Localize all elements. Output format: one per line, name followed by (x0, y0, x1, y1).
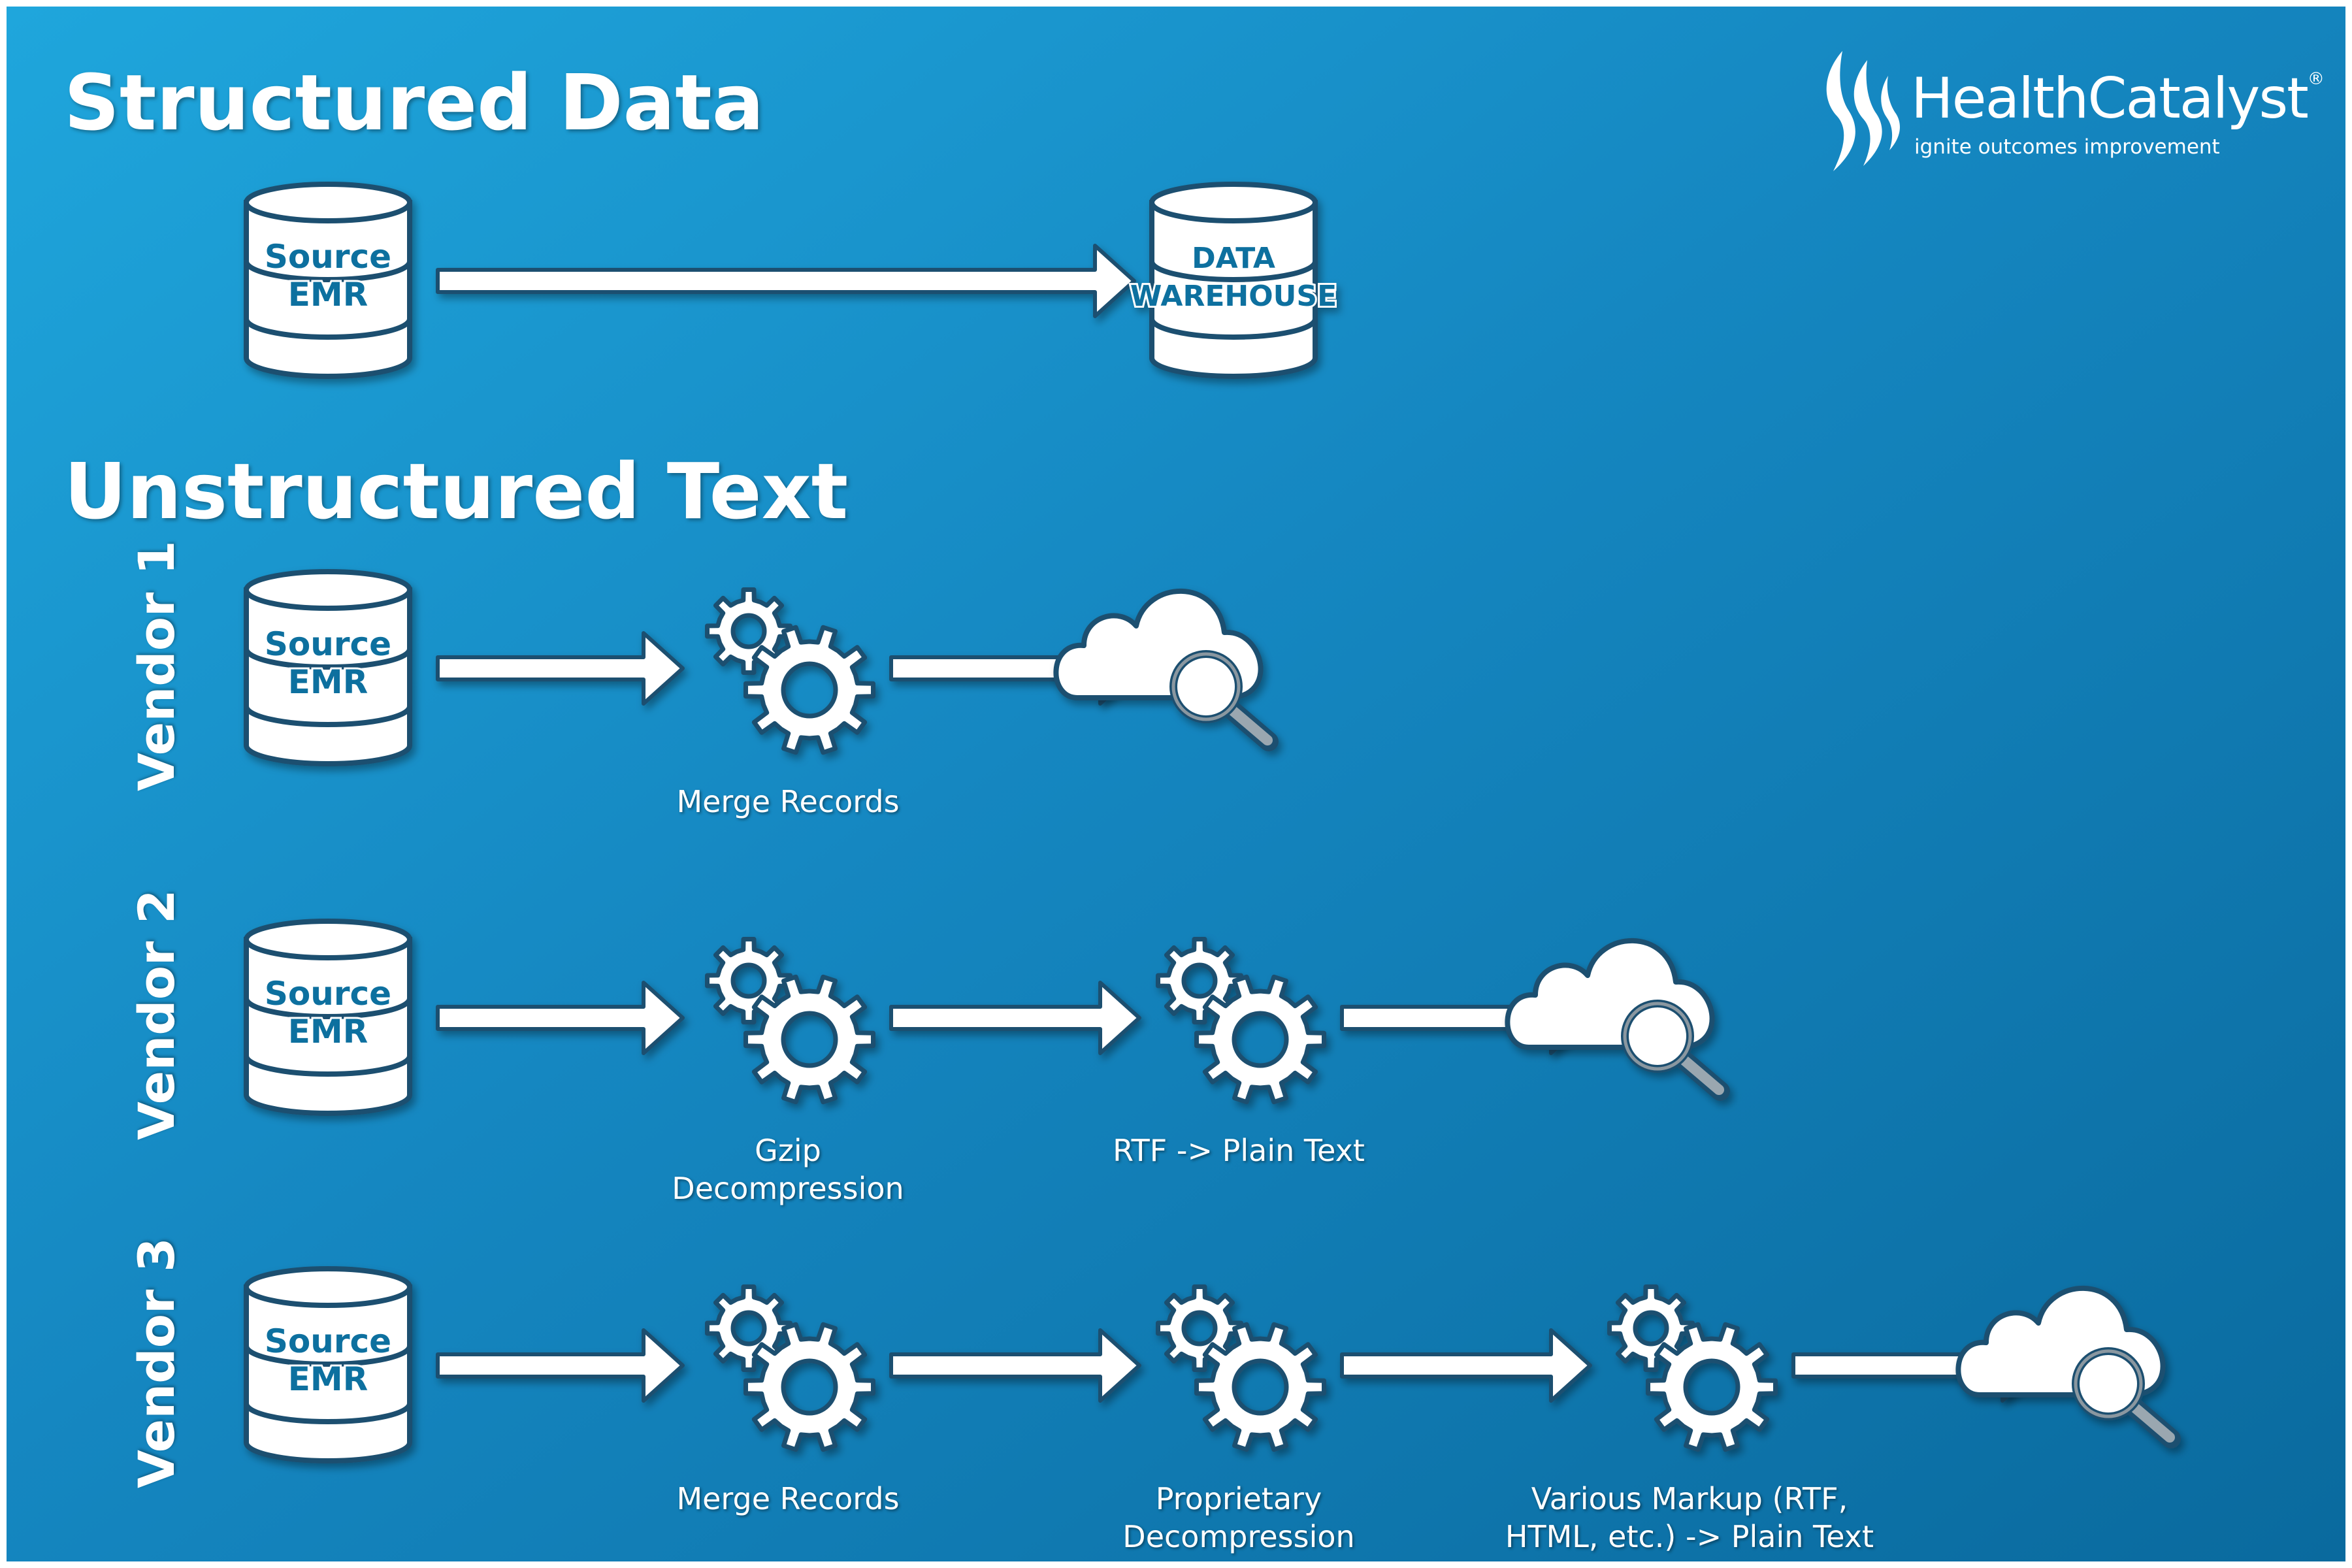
step-label: Merge Records (676, 1481, 900, 1516)
logo-wordmark: HealthCatalyst® (1911, 66, 2325, 131)
arrow-right-icon (436, 1328, 685, 1403)
database-label: Source (265, 1322, 391, 1360)
gears-icon (1156, 1284, 1326, 1452)
gears-icon (705, 587, 875, 755)
health-catalyst-logo: HealthCatalyst® ignite outcomes improvem… (1816, 46, 2326, 176)
cloud-search-icon (1053, 588, 1279, 751)
arrow-right-icon (436, 244, 1136, 318)
database-label: WAREHOUSE (1130, 280, 1337, 313)
step-label: Various Markup (RTF,HTML, etc.) -> Plain… (1505, 1481, 1874, 1554)
arrow-right-icon (889, 981, 1141, 1055)
diagram-canvas: Structured Data Unstructured Text Health… (7, 7, 2345, 1561)
cloud-search-icon (1505, 938, 1730, 1101)
arrow-right-icon (889, 1328, 1141, 1403)
step-label: RTF -> Plain Text (1113, 1133, 1365, 1168)
arrow-right-icon (436, 981, 685, 1055)
step-label: Merge Records (676, 784, 900, 819)
data-warehouse-database-icon: DATA WAREHOUSE (1128, 182, 1339, 379)
gears-icon (1156, 937, 1326, 1105)
gears-icon (705, 1284, 875, 1452)
database-label: DATA (1192, 242, 1275, 275)
structured-data-title: Structured Data (64, 57, 764, 148)
gears-icon (1607, 1284, 1778, 1452)
cloud-search-icon (1955, 1285, 2181, 1448)
arrow-right-icon (1340, 1328, 1592, 1403)
database-label: EMR (288, 276, 368, 314)
flow-diagram: SourceEMRDATAWAREHOUSESourceEMRSourceEMR… (244, 182, 2181, 1463)
database-label: Source (265, 238, 391, 276)
unstructured-text-title: Unstructured Text (64, 446, 849, 536)
gears-icon (705, 937, 875, 1105)
database-label: EMR (288, 1013, 368, 1051)
database-label: EMR (288, 1360, 368, 1398)
logo-tagline: ignite outcomes improvement (1914, 135, 2220, 159)
flame-logo-icon (1826, 51, 1900, 171)
database-label: Source (265, 625, 391, 663)
database-label: Source (265, 975, 391, 1013)
database-label: EMR (288, 663, 368, 701)
arrow-right-icon (436, 631, 685, 706)
